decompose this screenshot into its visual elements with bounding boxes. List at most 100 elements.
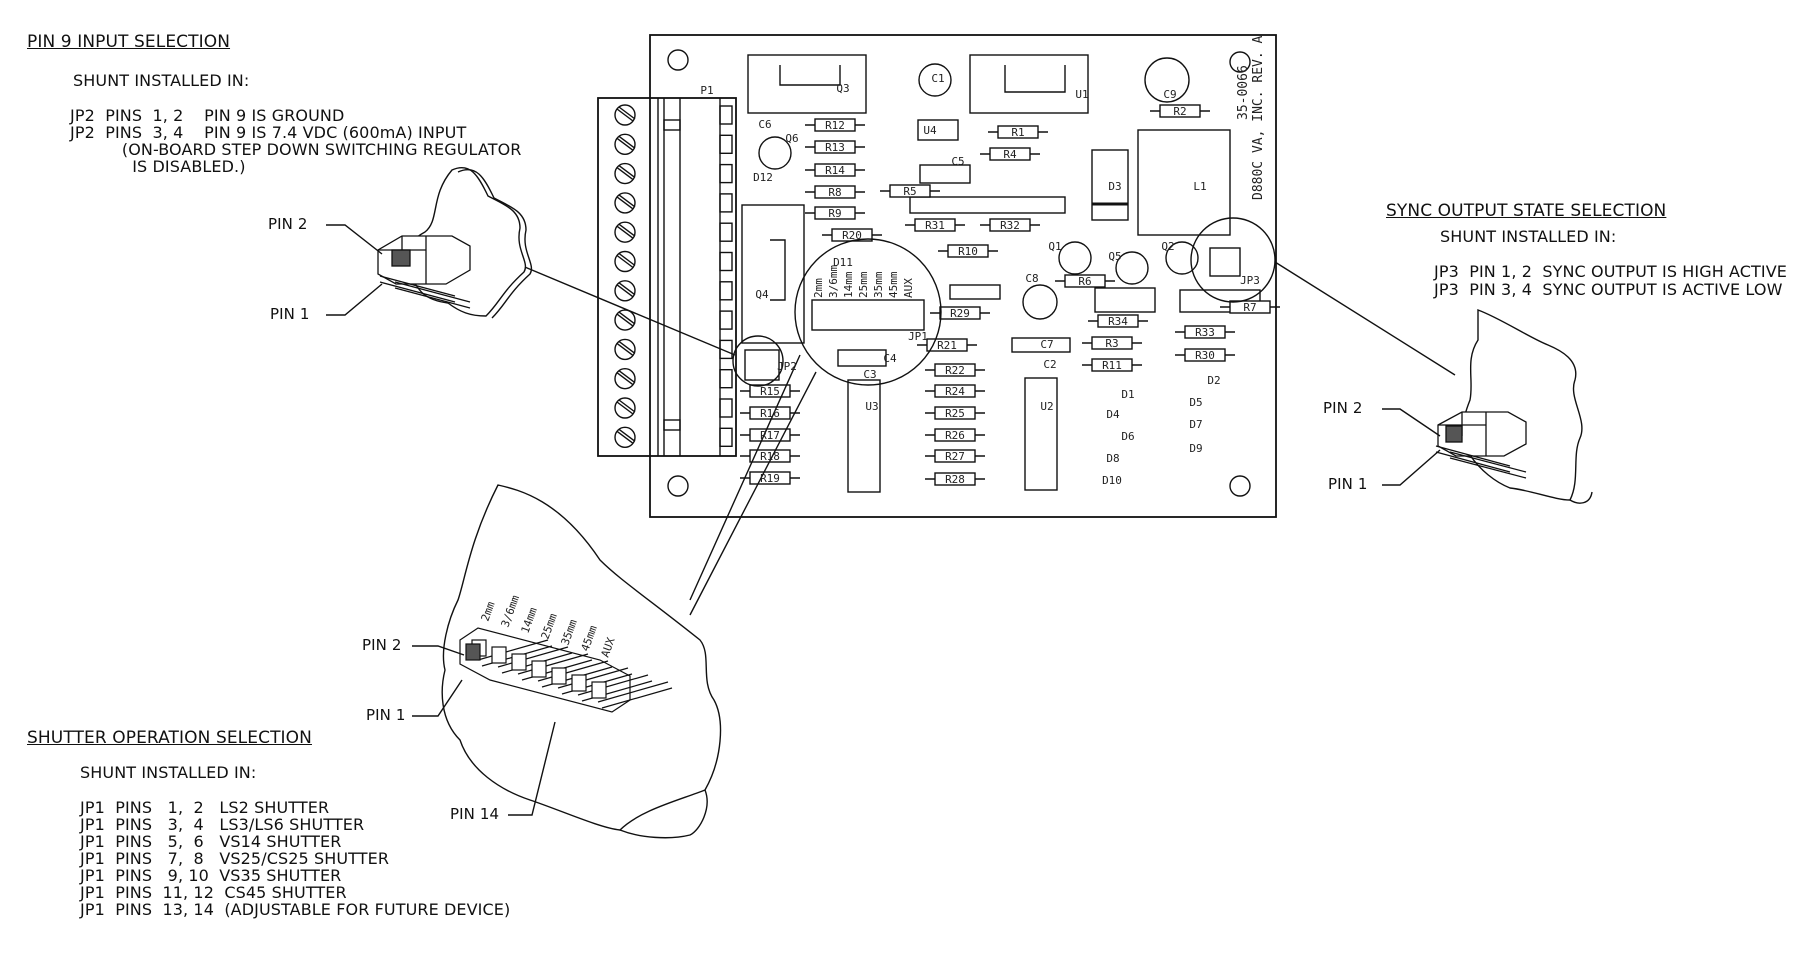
resistor-r10 [938, 244, 998, 258]
q3-outline [747, 54, 867, 114]
component-label: C3 [863, 368, 876, 381]
resistor-label: R28 [945, 473, 965, 486]
resistor-r11 [1082, 358, 1142, 372]
resistor-label: R11 [1102, 359, 1122, 372]
component-label: JP3 [1240, 274, 1260, 287]
jp1-magnifier-circle [794, 238, 942, 386]
resistor-label: R33 [1195, 326, 1215, 339]
c8-capacitor [1022, 284, 1058, 320]
resistor-r13 [805, 140, 865, 154]
jp2-pin1-label: PIN 1 [270, 305, 310, 323]
jp1-pin-label: 14mm [842, 271, 855, 298]
resistor-label: R12 [825, 119, 845, 132]
resistor-label: R16 [760, 407, 780, 420]
jp1-pin-label: 35mm [872, 271, 885, 298]
sync-shunt-label: SHUNT INSTALLED IN: [1440, 227, 1617, 246]
l1-inductor [1137, 129, 1231, 236]
shutter-line-3: JP1 PINS 5, 6 VS14 SHUTTER [80, 832, 342, 851]
component-label: C1 [931, 72, 944, 85]
mounting-hole [1229, 475, 1251, 497]
resistor-label: R31 [925, 219, 945, 232]
component-label: U2 [1040, 400, 1053, 413]
jp3-leader-line [1274, 261, 1456, 376]
q4-outline [741, 204, 805, 344]
component-label: D9 [1189, 442, 1202, 455]
c7-outline [1011, 337, 1071, 353]
resistor-r4 [980, 147, 1040, 161]
u4-outline [917, 119, 959, 141]
terminal-tab [719, 310, 733, 330]
terminal-tab [719, 105, 733, 125]
component-label: U1 [1075, 88, 1088, 101]
shutter-line-1: JP1 PINS 1, 2 LS2 SHUTTER [80, 798, 330, 817]
resistor-label: R13 [825, 141, 845, 154]
mounting-hole [1229, 51, 1251, 73]
jp2-pin2-label: PIN 2 [268, 215, 308, 233]
resistor-r32 [980, 218, 1040, 232]
resistor-label: R22 [945, 364, 965, 377]
resistor-r31 [905, 218, 965, 232]
sync-line-2: JP3 PIN 3, 4 SYNC OUTPUT IS ACTIVE LOW [1434, 280, 1783, 299]
board-part-number: D880C VA, INC. REV. A [1251, 35, 1266, 200]
jp3-magnifier-circle [1190, 217, 1276, 303]
jp1-pin14-pointer [508, 721, 556, 816]
resistor-r1 [988, 125, 1048, 139]
r6-outline [1094, 287, 1156, 313]
component-label: C4 [883, 352, 897, 365]
component-label: D3 [1108, 180, 1121, 193]
component-label: C8 [1025, 272, 1038, 285]
resistor-r3 [1082, 336, 1142, 350]
resistor-r33 [1175, 325, 1235, 339]
sync-title: SYNC OUTPUT STATE SELECTION [1386, 201, 1667, 221]
terminal-tab [719, 281, 733, 301]
jp2-pin2-pointer [326, 224, 383, 255]
component-label: C6 [758, 118, 771, 131]
shutter-line-5: JP1 PINS 9, 10 VS35 SHUTTER [80, 866, 342, 885]
component-label: Q1 [1048, 240, 1061, 253]
shutter-shunt-label: SHUNT INSTALLED IN: [80, 763, 257, 782]
resistor-label: R2 [1173, 105, 1186, 118]
resistor-r28 [925, 472, 985, 486]
jp1-pin-label: 3/6mm [827, 265, 840, 298]
terminal-screw [614, 309, 636, 331]
resistor-r8 [805, 185, 865, 199]
c4-outline [837, 349, 887, 367]
component-label: D6 [1121, 430, 1134, 443]
jp1-board-header [811, 299, 925, 331]
component-label: L1 [1193, 180, 1206, 193]
resistor-r21 [917, 338, 977, 352]
resistor-r16 [740, 406, 800, 420]
component-label: D1 [1121, 388, 1134, 401]
terminal-tab [719, 369, 733, 389]
resistor-label: R9 [828, 207, 841, 220]
resistor-label: R21 [937, 339, 957, 352]
resistor-label: R14 [825, 164, 845, 177]
pin9-line-3: (ON-BOARD STEP DOWN SWITCHING REGULATOR [70, 140, 522, 159]
resistor-r27 [925, 449, 985, 463]
resistor-r7 [1220, 300, 1280, 314]
d3-outline [1091, 149, 1129, 221]
jp1-pin1-pointer [412, 679, 463, 717]
c5-outline [919, 164, 971, 184]
u1-outline [969, 54, 1089, 114]
resistor-r26 [925, 428, 985, 442]
terminal-screw [614, 338, 636, 361]
terminal-screw [614, 221, 636, 243]
resistor-r5 [880, 184, 940, 198]
resistor-label: R27 [945, 450, 965, 463]
component-label: D11 [833, 256, 853, 269]
component-label: Q2 [1161, 240, 1174, 253]
mounting-hole [667, 475, 689, 497]
resistor-label: R6 [1078, 275, 1091, 288]
resistor-r24 [925, 384, 985, 398]
jp3-pin2-pointer [1382, 408, 1441, 437]
resistor-label: R15 [760, 385, 780, 398]
terminal-tab [719, 134, 733, 155]
resistor-label: R20 [842, 229, 862, 242]
resistor-r9 [805, 206, 865, 220]
mounting-hole [667, 49, 689, 71]
resistor-label: R3 [1105, 337, 1118, 350]
terminal-tab [719, 193, 733, 213]
shutter-title: SHUTTER OPERATION SELECTION [27, 728, 312, 748]
